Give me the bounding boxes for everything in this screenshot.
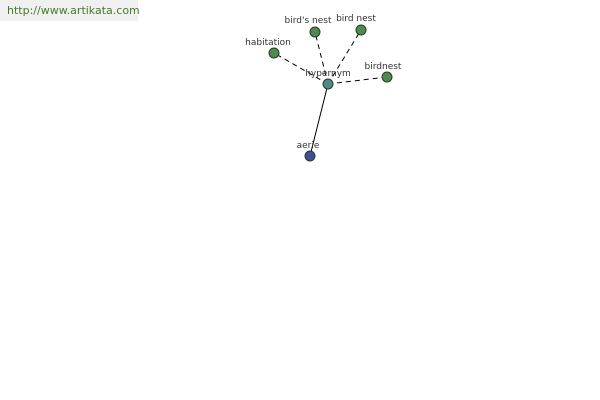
edge-hypernym-habitation [273, 52, 329, 85]
node-habitation-node[interactable] [268, 47, 280, 59]
node-birdnest-label[interactable]: birdnest [365, 62, 402, 72]
node-birdnest-node[interactable] [381, 71, 393, 83]
edge-hypernym-aerie [309, 83, 329, 157]
node-birds-nest-node[interactable] [309, 26, 321, 38]
edge-hypernym-birdnest [327, 76, 388, 85]
node-bird-nest-node[interactable] [355, 24, 367, 36]
node-aerie-label[interactable]: aerie [297, 141, 320, 151]
node-hypernym-node[interactable] [322, 78, 334, 90]
edge-hypernym-bird-nest [327, 29, 362, 85]
node-hypernym-label[interactable]: hypernym [305, 69, 351, 79]
node-habitation-label[interactable]: habitation [245, 38, 291, 48]
graph-nodes [268, 24, 393, 162]
graph-edges [273, 29, 388, 157]
graph-labels: habitation bird's nest bird nest birdnest hy… [245, 14, 402, 151]
node-birds-nest-label[interactable]: bird's nest [285, 16, 332, 26]
node-bird-nest-label[interactable]: bird nest [336, 14, 376, 24]
artikata-link[interactable]: http://www.artikata.com [0, 0, 140, 21]
node-aerie-node[interactable] [304, 150, 316, 162]
